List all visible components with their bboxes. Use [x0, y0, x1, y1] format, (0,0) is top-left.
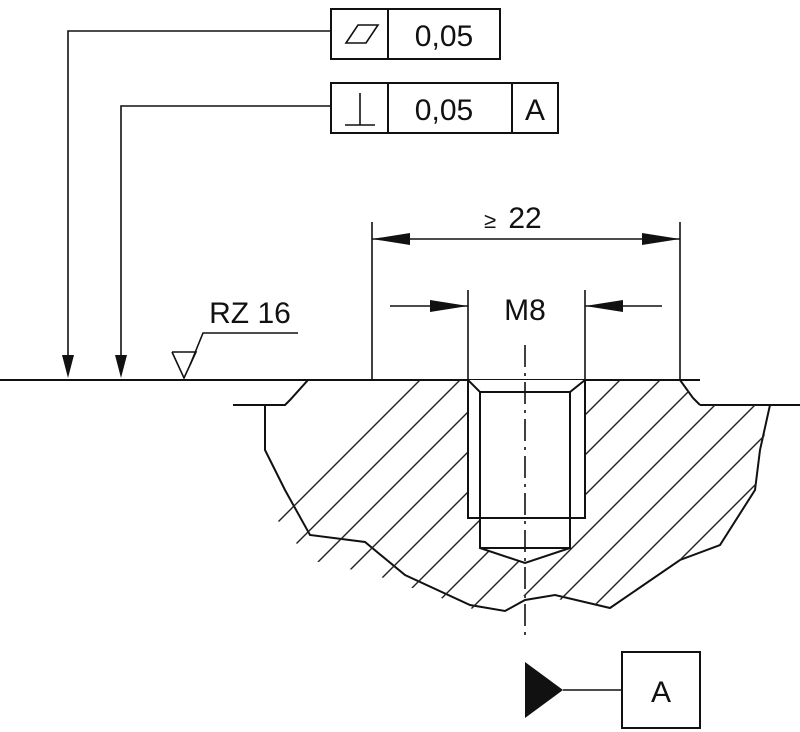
perpendicularity-tolerance: 0,05 — [415, 94, 473, 127]
roughness-value: RZ 16 — [209, 297, 291, 330]
leader-arrow-icon — [62, 355, 74, 378]
hatch-line — [639, 380, 770, 615]
dimension-value: 22 — [508, 202, 541, 235]
datum-feature: A — [525, 651, 701, 729]
perpendicularity-frame: 0,05 A — [115, 82, 559, 378]
perpendicularity-icon — [345, 93, 375, 126]
flatness-icon — [344, 24, 380, 44]
dimension-thread: M8 — [390, 290, 662, 380]
frame-value-cell — [387, 8, 501, 60]
roughness-symbol: RZ 16 — [171, 297, 298, 380]
hatch-line — [265, 380, 421, 615]
flatness-tolerance: 0,05 — [415, 20, 473, 53]
hatch-line — [265, 380, 461, 615]
arrow-right-icon — [642, 233, 680, 245]
thread-label: M8 — [504, 294, 546, 327]
leader-arrow-icon — [115, 355, 127, 378]
datum-label: A — [651, 676, 671, 709]
flatness-frame: 0,05 — [62, 8, 501, 378]
hatch-line — [559, 380, 770, 615]
hatch-line — [719, 380, 770, 615]
hatch-line — [679, 380, 770, 615]
hatch-line — [599, 380, 770, 615]
datum-triangle-icon — [525, 662, 563, 718]
frame-symbol-cell — [330, 8, 389, 60]
flatness-leader — [67, 30, 331, 360]
datum-reference: A — [525, 94, 545, 127]
tap-drill — [479, 392, 571, 565]
arrow-left-icon — [585, 300, 623, 312]
arrow-left-icon — [372, 233, 410, 245]
part-section — [264, 379, 771, 615]
hatch-line — [519, 380, 770, 615]
perpendicularity-leader — [120, 105, 331, 360]
dimension-width: ≥ 22 — [371, 202, 681, 380]
thread-major — [467, 380, 586, 519]
arrow-right-icon — [430, 300, 468, 312]
dimension-prefix: ≥ — [484, 208, 496, 233]
